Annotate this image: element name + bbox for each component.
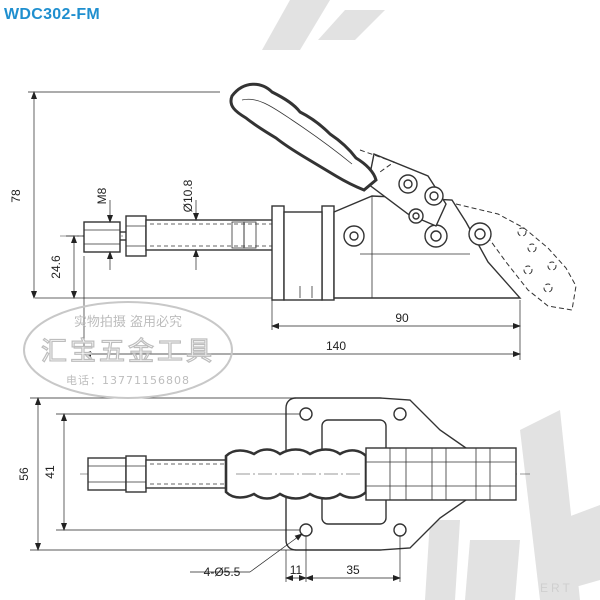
dim-height-24-6: 24.6 [49, 255, 63, 279]
dim-thread-m8: M8 [95, 187, 109, 204]
dim-shaft-dia: Ø10.8 [181, 179, 195, 212]
open-position-outline [359, 149, 577, 311]
product-title: WDC302-FM [4, 6, 101, 23]
dim-offset-11: 11 [290, 563, 303, 577]
watermark-corner-text: ERT [540, 581, 573, 595]
watermark-strokes [262, 0, 600, 600]
dim-width-56: 56 [17, 467, 31, 481]
dim-holes: 4-Ø5.5 [204, 565, 241, 579]
watermark-line3: 电话：13771156808 [66, 374, 190, 387]
side-dimensions [28, 91, 521, 360]
hex-nut-side [83, 215, 147, 257]
watermark-seal: 实物拍摄 盗用必究 汇宝五金工具 电话：13771156808 [23, 301, 233, 399]
dim-width-41: 41 [43, 465, 57, 479]
dim-offset-35: 35 [346, 563, 360, 577]
dim-length-90: 90 [395, 311, 409, 325]
watermark-line2: 汇宝五金工具 [41, 337, 215, 367]
side-view [35, 82, 577, 311]
top-view [80, 397, 530, 551]
handle-grip [229, 82, 378, 192]
dim-height-78: 78 [9, 189, 23, 203]
top-dimensions [30, 397, 401, 582]
dim-length-140: 140 [326, 339, 346, 353]
handle-grip-top [224, 448, 368, 500]
watermark-line1: 实物拍摄 盗用必究 [74, 314, 182, 330]
